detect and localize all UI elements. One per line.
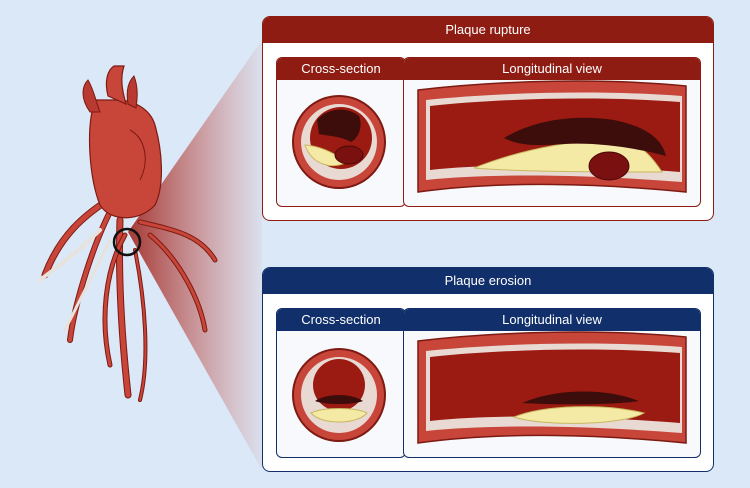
rupture-cross-section-label: Cross-section [277,58,405,80]
rupture-cross-section-box: Cross-section [276,57,406,207]
coronary-vessels [38,196,218,402]
erosion-cross-section-label: Cross-section [277,309,405,331]
rupture-longitudinal-illustration [417,80,687,193]
lesion-focus-circle [112,227,142,257]
rupture-longitudinal-box: Longitudinal view [403,57,701,207]
plaque-erosion-title: Plaque erosion [263,268,713,294]
plaque-erosion-panel: Plaque erosion Cross-section Longitudina… [262,267,714,472]
erosion-longitudinal-illustration [417,331,687,444]
erosion-cross-section-illustration [292,348,386,442]
erosion-longitudinal-label: Longitudinal view [404,309,700,331]
rupture-cross-section-illustration [292,95,386,189]
plaque-rupture-title: Plaque rupture [263,17,713,43]
heart [82,65,162,219]
rupture-longitudinal-label: Longitudinal view [404,58,700,80]
erosion-longitudinal-box: Longitudinal view [403,308,701,458]
erosion-cross-section-box: Cross-section [276,308,406,458]
plaque-rupture-panel: Plaque rupture Cross-section Longitudina… [262,16,714,221]
zoom-beam [128,40,262,470]
